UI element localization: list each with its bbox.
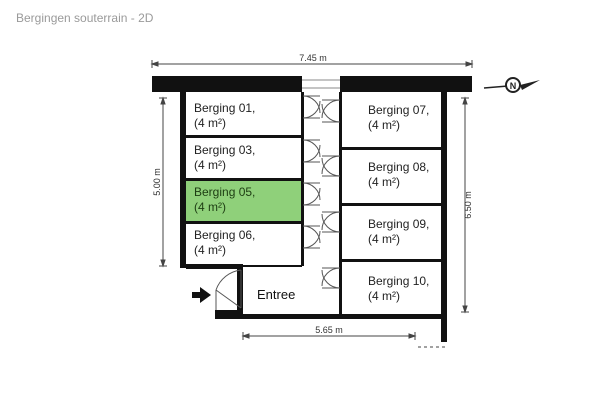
label-berging-08: Berging 08,(4 m²) xyxy=(368,160,429,189)
label-berging-01: Berging 01,(4 m²) xyxy=(194,101,255,130)
room-berging-03[interactable] xyxy=(186,138,301,178)
room-berging-08[interactable] xyxy=(344,150,441,203)
room-berging-07[interactable] xyxy=(344,92,441,147)
dimension-lines xyxy=(150,60,474,348)
room-berging-09[interactable] xyxy=(344,206,441,259)
compass-north-icon: N xyxy=(483,77,540,93)
room-berging-10[interactable] xyxy=(344,262,441,312)
room-berging-06[interactable] xyxy=(186,224,301,264)
label-berging-07: Berging 07,(4 m²) xyxy=(368,103,429,132)
dimension-bottom-width: 5.65 m xyxy=(315,325,343,335)
label-berging-03: Berging 03,(4 m²) xyxy=(194,143,255,172)
compass-label: N xyxy=(510,81,517,91)
label-berging-06: Berging 06,(4 m²) xyxy=(194,228,255,257)
corridor-opening xyxy=(302,79,340,89)
entrance-arrow-icon xyxy=(192,287,211,303)
label-berging-10: Berging 10,(4 m²) xyxy=(368,274,429,303)
room-berging-05[interactable] xyxy=(186,181,301,221)
entrance-door[interactable] xyxy=(215,269,242,310)
dimension-right-height: 6.50 m xyxy=(463,191,473,219)
outer-walls xyxy=(152,76,472,342)
room-berging-01[interactable] xyxy=(186,95,301,135)
partition-walls xyxy=(186,92,441,314)
room-labels: Berging 01,(4 m²) Berging 03,(4 m²) Berg… xyxy=(194,101,429,303)
dimension-top-width: 7.45 m xyxy=(299,53,327,63)
page-title: Bergingen souterrain - 2D xyxy=(16,11,154,25)
label-berging-05: Berging 05,(4 m²) xyxy=(194,185,255,214)
label-entree: Entree xyxy=(257,287,295,302)
dimension-left-height: 5.00 m xyxy=(152,168,162,196)
doors-right xyxy=(321,99,341,289)
doors-left xyxy=(302,95,321,249)
label-berging-09: Berging 09,(4 m²) xyxy=(368,217,429,246)
